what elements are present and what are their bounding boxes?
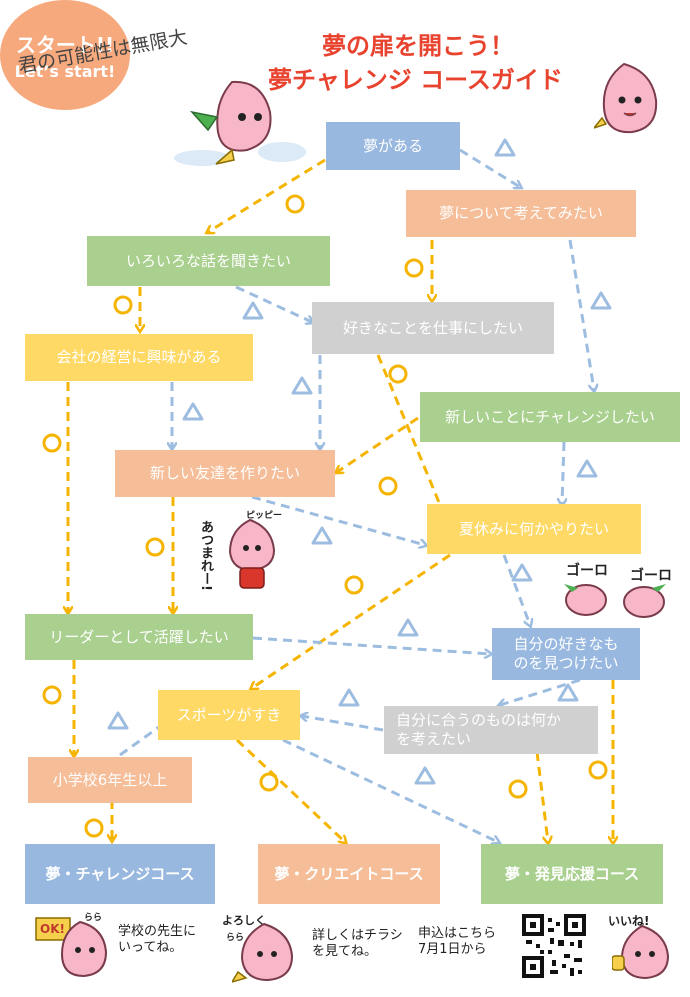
arrow-maybe — [282, 738, 498, 842]
maybe-marker — [576, 459, 598, 478]
mascot-iine: いいね! — [608, 914, 650, 928]
mascot-rolling-icon — [564, 584, 666, 618]
node-jibun-au: 自分に合うのものは何か を考えたい — [384, 706, 598, 754]
node-natsuyasumi: 夏休みに何かやりたい — [427, 504, 641, 554]
page-title-line2: 夢チャレンジ コースガイド — [268, 66, 563, 94]
maybe-marker — [511, 563, 533, 582]
maybe-marker — [182, 402, 204, 421]
footer-apply: 申込はこちら 7月1日から — [418, 926, 496, 959]
arrow-yes — [535, 751, 548, 842]
footer-flyer-line1: 詳しくはチラシ — [312, 928, 403, 943]
arrow-maybe — [562, 441, 564, 504]
arrow-maybe — [568, 239, 594, 390]
arrow-yes — [208, 158, 326, 232]
mascot-rara-1: らら — [84, 913, 103, 923]
start-label: スタート!! — [15, 33, 115, 57]
yes-marker — [84, 818, 104, 838]
node-jibun-suki: 自分の好きなも のを見つけたい — [492, 628, 640, 680]
footer-flyer-line2: を見てね。 — [312, 944, 378, 960]
mascot-rolling-text-2: ゴーロ — [630, 568, 672, 584]
arrow-yes — [337, 416, 419, 472]
result-hakken-course: 夢・発見応援コース — [481, 844, 663, 904]
node-leader: リーダーとして活躍したい — [25, 614, 253, 660]
result-create-course: 夢・クリエイトコース — [258, 844, 440, 904]
node-suki-shigoto: 好きなことを仕事にしたい — [312, 302, 554, 354]
yes-marker — [145, 537, 165, 557]
mascot-flying-icon — [174, 80, 306, 166]
node-jibun-au-line1: 自分に合うのものは何か — [396, 711, 562, 730]
result-challenge-course: 夢・チャレンジコース — [25, 844, 215, 904]
maybe-marker — [291, 376, 313, 395]
footer-flyer: 詳しくはチラシ を見てね。 — [312, 928, 403, 961]
maybe-marker — [242, 301, 264, 320]
node-yume-ga-aru: 夢がある — [326, 122, 460, 170]
node-jibun-suki-line1: 自分の好きなも — [513, 635, 619, 654]
node-yume-kangaetai: 夢について考えてみたい — [406, 190, 636, 237]
arrow-yes — [252, 553, 451, 688]
node-tomodachi: 新しい友達を作りたい — [115, 450, 335, 497]
mascot-yoroshiku: よろしく — [222, 914, 266, 927]
node-keiei: 会社の経営に興味がある — [25, 334, 253, 381]
arrow-maybe — [252, 636, 490, 654]
maybe-marker — [414, 766, 436, 785]
yes-marker — [259, 772, 279, 792]
footer-teacher-line2: いってね。 — [118, 940, 183, 956]
yes-marker — [42, 433, 62, 453]
start-label-en: Let’s start! — [14, 62, 116, 81]
node-iroiro: いろいろな話を聞きたい — [87, 236, 330, 286]
yes-marker — [378, 476, 398, 496]
maybe-marker — [494, 138, 516, 157]
mascot-whistle-icon — [228, 518, 276, 589]
yes-marker — [113, 295, 133, 315]
mascot-ok-icon — [35, 917, 108, 978]
mascot-shout: あつまれー! — [198, 520, 213, 591]
footer-apply-line1: 申込はこちら — [418, 926, 497, 941]
ok-sign-text: OK! — [40, 922, 65, 936]
yes-marker — [42, 685, 62, 705]
footer-apply-line2: 7月1日から — [418, 942, 487, 958]
mascot-thumbs-up-icon — [612, 924, 670, 980]
maybe-marker — [338, 688, 360, 707]
yes-marker — [588, 760, 608, 780]
maybe-marker — [557, 683, 579, 702]
arrow-yes — [235, 738, 345, 842]
maybe-marker — [590, 291, 612, 310]
node-sports: スポーツがすき — [158, 690, 300, 740]
arrow-maybe — [302, 716, 384, 732]
yes-marker — [344, 575, 364, 595]
arrow-maybe — [502, 554, 530, 625]
node-atarashii-challenge: 新しいことにチャレンジしたい — [420, 392, 680, 442]
mascot-pointing-icon — [594, 62, 658, 134]
maybe-marker — [397, 618, 419, 637]
footer-teacher: 学校の先生に いってね。 — [118, 924, 196, 957]
node-jibun-au-line2: を考えたい — [396, 730, 472, 748]
yes-marker — [388, 364, 408, 384]
maybe-marker — [107, 711, 129, 730]
yes-marker — [508, 779, 528, 799]
arrow-maybe — [459, 148, 520, 187]
mascot-whistle: ピッピー — [246, 511, 283, 521]
yes-marker — [285, 194, 305, 214]
node-jibun-suki-line2: のを見つけたい — [513, 654, 619, 672]
mascot-greeting-icon — [232, 922, 294, 983]
node-shogakko: 小学校6年生以上 — [28, 757, 192, 803]
mascot-rolling-text-1: ゴーロ — [566, 563, 608, 579]
arrow-yes — [376, 354, 443, 512]
maybe-marker — [311, 526, 333, 545]
footer-teacher-line1: 学校の先生に — [118, 924, 197, 939]
qr-code-icon[interactable] — [522, 914, 586, 978]
yes-marker — [404, 258, 424, 278]
page-title-line1: 夢の扉を開こう！ — [322, 32, 514, 60]
mascot-rara-2: らら — [226, 933, 245, 943]
start-circle: スタート!! Let’s start! — [0, 0, 130, 110]
